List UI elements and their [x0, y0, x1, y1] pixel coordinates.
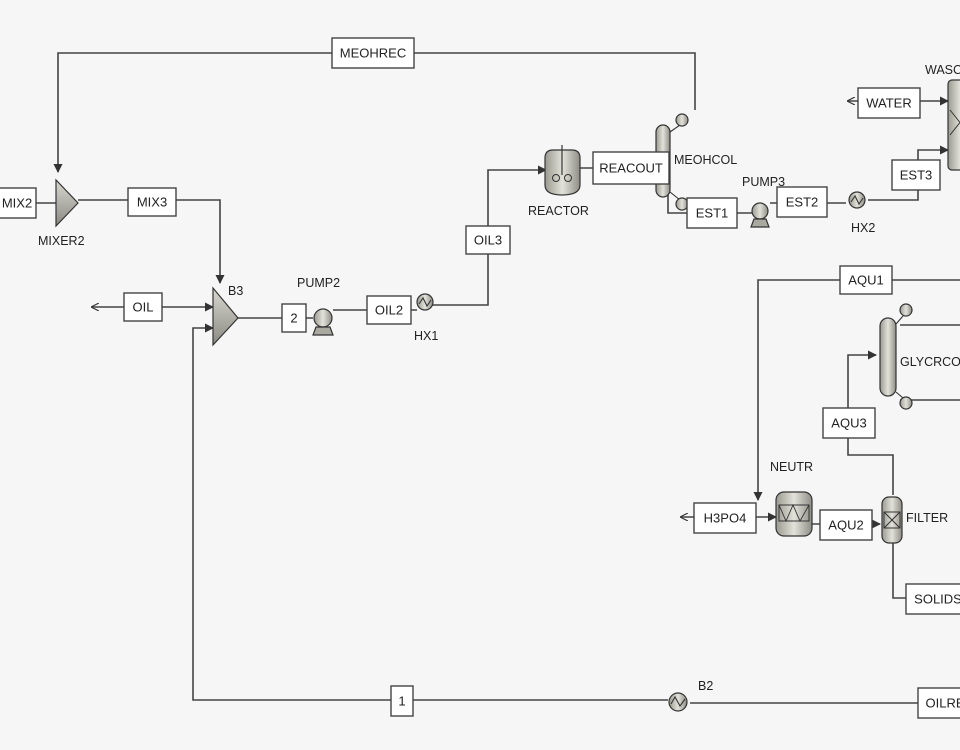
mixer-icon — [55, 178, 79, 228]
stream-est1[interactable]: EST1 — [686, 197, 738, 229]
mix3-line[interactable] — [78, 199, 225, 284]
stream-oil3[interactable]: OIL3 — [465, 225, 511, 255]
wash-label: WASC — [925, 63, 960, 77]
filter-label: FILTER — [906, 511, 948, 525]
svg-text:1: 1 — [398, 694, 405, 709]
b2-block[interactable]: B2 — [668, 679, 713, 712]
stream-aqu2[interactable]: AQU2 — [819, 509, 873, 541]
pump3-block[interactable]: PUMP3 — [742, 175, 785, 228]
stream-water[interactable]: WATER — [857, 87, 921, 119]
svg-text:AQU3: AQU3 — [831, 416, 866, 431]
stream-1[interactable]: 1 — [390, 685, 414, 717]
svg-text:OIL: OIL — [133, 300, 154, 315]
stream-solids[interactable]: SOLIDS — [905, 583, 960, 615]
b2-label: B2 — [698, 679, 713, 693]
pump-icon — [313, 308, 333, 328]
mixer-icon — [212, 286, 239, 347]
stream-mix3[interactable]: MIX3 — [127, 187, 177, 217]
recycle-1-line[interactable] — [192, 323, 668, 701]
svg-text:EST3: EST3 — [900, 168, 933, 183]
extractor-icon — [947, 79, 960, 171]
glycrcol-block[interactable]: GLYCRCO — [879, 303, 960, 410]
reboiler-icon — [899, 396, 913, 410]
reactor-block[interactable]: REACTOR — [528, 145, 589, 218]
aqu3-line[interactable] — [847, 350, 894, 495]
stream-reacout[interactable]: REACOUT — [592, 151, 670, 185]
svg-text:OIL2: OIL2 — [375, 303, 403, 318]
svg-text:2: 2 — [290, 311, 297, 326]
b3-block[interactable]: B3 — [212, 284, 243, 347]
stream-lines — [36, 52, 960, 704]
pump3-label: PUMP3 — [742, 175, 785, 189]
pump2-block[interactable]: PUMP2 — [297, 276, 340, 336]
pump-icon — [751, 202, 769, 220]
svg-text:EST2: EST2 — [786, 195, 819, 210]
stream-est2[interactable]: EST2 — [776, 186, 828, 218]
stream-mix2[interactable]: MIX2 — [0, 187, 37, 219]
reboiler-icon — [675, 197, 689, 211]
stream-oilre[interactable]: OILRE — [917, 687, 960, 719]
distillation-column-icon — [879, 317, 897, 397]
stream-oil[interactable]: OIL — [123, 292, 163, 322]
svg-text:OILRE: OILRE — [925, 696, 960, 711]
neutr-label: NEUTR — [770, 460, 813, 474]
b3-label: B3 — [228, 284, 243, 298]
hx2-label: HX2 — [851, 221, 875, 235]
stream-aqu1[interactable]: AQU1 — [839, 265, 893, 295]
filter-block[interactable]: FILTER — [881, 496, 948, 544]
svg-text:SOLIDS: SOLIDS — [914, 592, 960, 607]
stream-h3po4[interactable]: H3PO4 — [693, 502, 757, 534]
stream-aqu3[interactable]: AQU3 — [822, 407, 876, 439]
stream-2[interactable]: 2 — [281, 303, 307, 333]
hx2-block[interactable]: HX2 — [848, 191, 875, 235]
mixer2-label: MIXER2 — [38, 234, 85, 248]
svg-text:OIL3: OIL3 — [474, 233, 502, 248]
stream-est3[interactable]: EST3 — [891, 159, 941, 191]
condenser-icon — [899, 303, 913, 317]
reactor-label: REACTOR — [528, 204, 589, 218]
hx1-label: HX1 — [414, 329, 438, 343]
mixer2-block[interactable]: MIXER2 — [38, 178, 85, 248]
svg-text:EST1: EST1 — [696, 206, 729, 221]
stream-meohrec[interactable]: MEOHREC — [331, 37, 415, 69]
svg-text:MEOHREC: MEOHREC — [340, 46, 406, 61]
svg-text:MIX3: MIX3 — [137, 195, 167, 210]
svg-text:H3PO4: H3PO4 — [704, 511, 747, 526]
svg-text:MIX2: MIX2 — [2, 196, 32, 211]
svg-text:REACOUT: REACOUT — [599, 161, 663, 176]
svg-text:AQU2: AQU2 — [828, 518, 863, 533]
meohcol-label: MEOHCOL — [674, 153, 737, 167]
pump2-label: PUMP2 — [297, 276, 340, 290]
stream-oil2[interactable]: OIL2 — [366, 295, 412, 325]
svg-text:AQU1: AQU1 — [848, 273, 883, 288]
neutr-block[interactable]: NEUTR — [770, 460, 813, 537]
svg-text:WATER: WATER — [866, 96, 912, 111]
neutralizer-icon — [775, 491, 813, 537]
wash-block[interactable]: WASC — [925, 63, 960, 171]
hx1-block[interactable]: HX1 — [414, 293, 438, 343]
glycrcol-label: GLYCRCO — [900, 355, 960, 369]
condenser-icon — [675, 113, 689, 127]
